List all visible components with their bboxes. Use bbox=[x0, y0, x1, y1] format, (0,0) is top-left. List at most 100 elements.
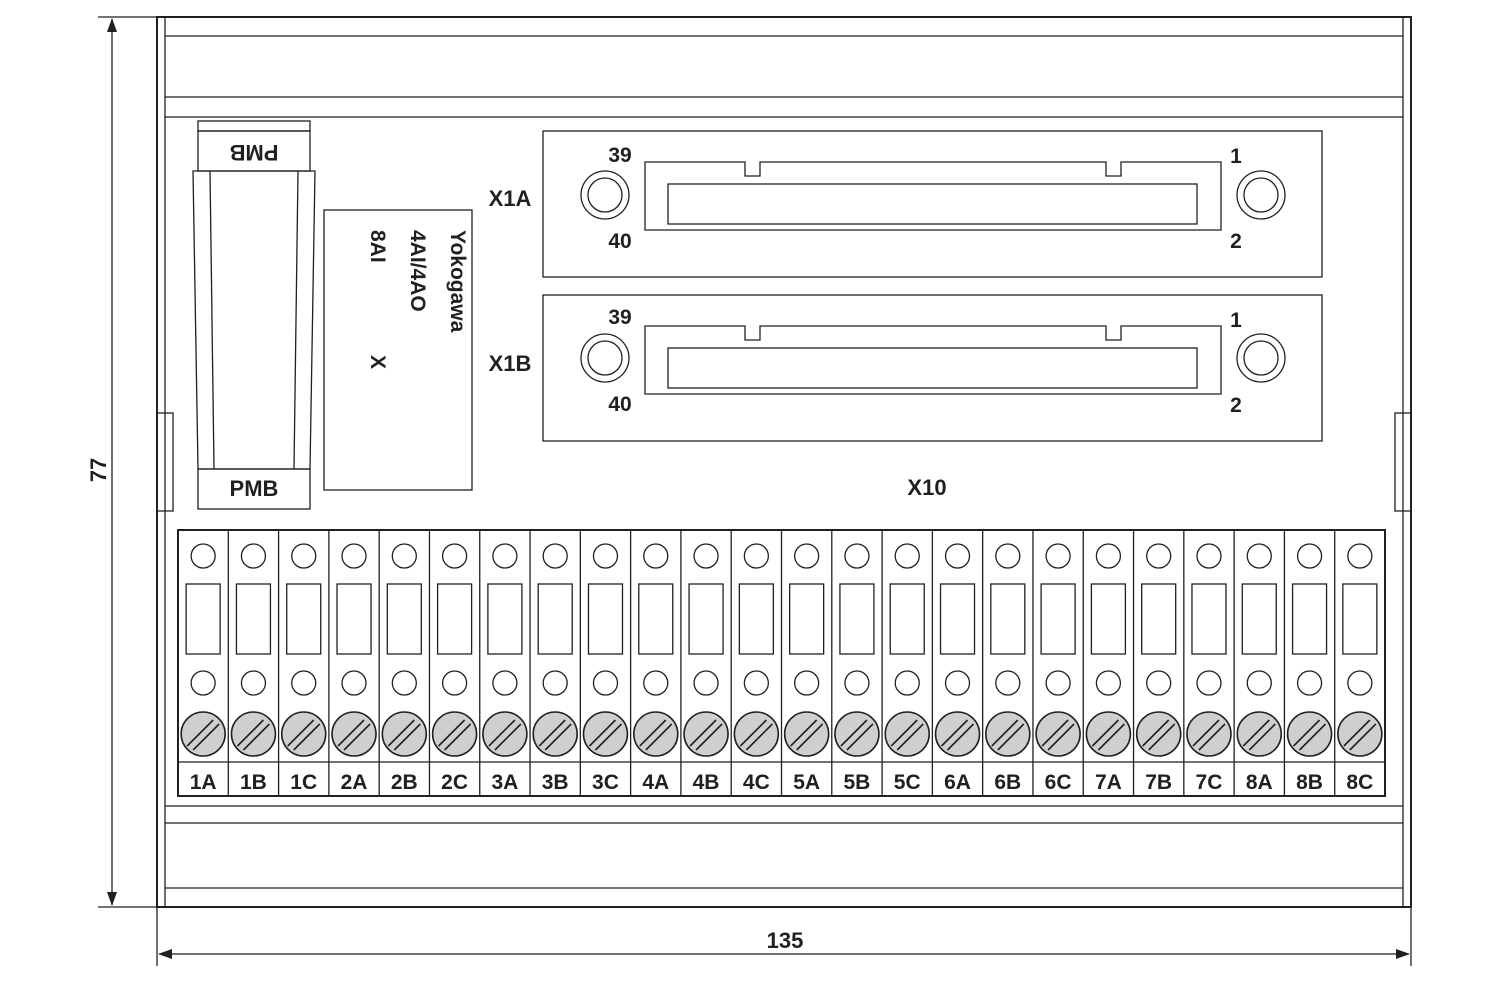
screw-icon[interactable] bbox=[733, 711, 780, 757]
terminal-label: 3C bbox=[592, 771, 619, 794]
screw-icon[interactable] bbox=[1286, 711, 1333, 757]
release-hole-icon bbox=[1045, 670, 1071, 696]
pin-40-label: 40 bbox=[608, 230, 631, 253]
left-latch bbox=[156, 412, 174, 512]
terminal-2b: 2B bbox=[378, 530, 428, 796]
terminal-3c: 3C bbox=[579, 530, 629, 796]
test-point-icon bbox=[1347, 543, 1373, 569]
wire-entry-icon bbox=[386, 583, 422, 655]
connector-x1a-shroud bbox=[644, 161, 1222, 231]
terminal-2a: 2A bbox=[328, 530, 377, 796]
pin-2-label: 2 bbox=[1230, 230, 1242, 253]
wire-entry-icon bbox=[1342, 583, 1378, 655]
terminal-4b: 4B bbox=[680, 530, 729, 796]
wire-entry-icon bbox=[1241, 583, 1277, 655]
terminal-8c: 8C bbox=[1334, 530, 1383, 796]
screw-icon[interactable] bbox=[381, 711, 428, 757]
screw-icon[interactable] bbox=[934, 711, 981, 757]
pin-39-label: 39 bbox=[608, 144, 631, 167]
width-value: 135 bbox=[767, 928, 804, 953]
connector-x1a-label: X1A bbox=[489, 186, 532, 211]
pmb-holder: PMB PMB bbox=[192, 120, 316, 510]
screw-icon[interactable] bbox=[1236, 711, 1283, 757]
screw-icon[interactable] bbox=[482, 711, 528, 757]
test-point-icon bbox=[190, 543, 216, 569]
terminal-1b: 1B bbox=[227, 530, 277, 796]
wire-entry-icon bbox=[436, 583, 473, 655]
width-dimension: 135 bbox=[156, 908, 1412, 966]
screw-icon[interactable] bbox=[1085, 711, 1132, 757]
release-hole-icon bbox=[391, 670, 417, 696]
screw-icon[interactable] bbox=[834, 711, 880, 757]
wire-entry-icon bbox=[1141, 583, 1177, 655]
screw-icon[interactable] bbox=[331, 711, 377, 757]
screw-icon[interactable] bbox=[1186, 711, 1232, 757]
label-line-io-1: 4AI/4AO bbox=[406, 230, 429, 312]
screw-icon[interactable] bbox=[280, 711, 327, 757]
wire-entry-icon bbox=[235, 583, 272, 655]
test-point-icon bbox=[693, 543, 719, 569]
test-point-icon bbox=[341, 543, 367, 569]
release-hole-icon bbox=[944, 670, 971, 696]
screw-icon[interactable] bbox=[1337, 711, 1383, 757]
release-hole-icon bbox=[693, 670, 719, 696]
screw-icon[interactable] bbox=[632, 711, 679, 757]
release-hole-icon bbox=[1296, 670, 1323, 696]
connector-x1b-frame bbox=[542, 294, 1323, 442]
wire-entry-icon bbox=[1191, 583, 1227, 655]
test-point-icon bbox=[1045, 543, 1071, 569]
test-point-icon bbox=[1146, 543, 1172, 569]
release-hole-icon bbox=[1146, 670, 1172, 696]
release-hole-icon bbox=[542, 670, 568, 696]
terminal-4c: 4C bbox=[730, 530, 780, 796]
pmb-cap-top bbox=[197, 120, 311, 132]
release-hole-icon bbox=[492, 670, 518, 696]
screw-icon[interactable] bbox=[582, 711, 629, 757]
connector-x1b-shroud bbox=[644, 325, 1222, 395]
pin-40-label: 40 bbox=[608, 393, 631, 416]
terminal-label: 4A bbox=[642, 771, 669, 794]
connector-x1a-slot bbox=[667, 183, 1198, 225]
terminal-label: 3B bbox=[542, 771, 569, 794]
height-dimension: 77 bbox=[86, 16, 158, 908]
test-point-icon bbox=[995, 543, 1021, 569]
terminal-label: 3A bbox=[491, 771, 518, 794]
terminal-2c: 2C bbox=[428, 530, 478, 796]
screw-icon[interactable] bbox=[1035, 711, 1081, 757]
screw-icon[interactable] bbox=[230, 711, 277, 757]
screw-icon[interactable] bbox=[783, 711, 830, 757]
screw-icon[interactable] bbox=[532, 711, 578, 757]
screw-icon[interactable] bbox=[180, 711, 226, 757]
release-hole-icon bbox=[1246, 670, 1272, 696]
label-plate-frame bbox=[323, 209, 473, 491]
screw-hole-inner-icon bbox=[1243, 340, 1279, 376]
screw-icon[interactable] bbox=[985, 711, 1031, 757]
wire-entry-icon bbox=[587, 583, 624, 655]
wire-entry-icon bbox=[1291, 583, 1328, 655]
connector-x1a-frame bbox=[542, 130, 1323, 278]
screw-hole-icon bbox=[580, 333, 630, 383]
wire-entry-icon bbox=[537, 583, 573, 655]
wire-entry-icon bbox=[889, 583, 925, 655]
terminal-label: 2C bbox=[441, 771, 468, 794]
screw-icon[interactable] bbox=[683, 711, 729, 757]
terminal-1c: 1C bbox=[277, 530, 327, 796]
pmb-bottom-box bbox=[197, 468, 311, 510]
screw-hole-inner-icon bbox=[587, 340, 623, 376]
connector-x1b-label: X1B bbox=[489, 351, 532, 376]
test-point-icon bbox=[1296, 543, 1323, 569]
screw-icon[interactable] bbox=[1135, 711, 1182, 757]
screw-icon[interactable] bbox=[884, 711, 931, 757]
pmb-body bbox=[192, 170, 316, 470]
terminal-7b: 7B bbox=[1132, 530, 1182, 796]
terminal-label: 5C bbox=[894, 771, 921, 794]
connector-x1b-slot bbox=[667, 347, 1198, 389]
terminal-4a: 4A bbox=[629, 530, 679, 796]
terminal-label: 1C bbox=[290, 771, 317, 794]
screw-icon[interactable] bbox=[431, 711, 478, 757]
test-point-icon bbox=[743, 543, 770, 569]
test-point-icon bbox=[1246, 543, 1272, 569]
release-hole-icon bbox=[743, 670, 770, 696]
